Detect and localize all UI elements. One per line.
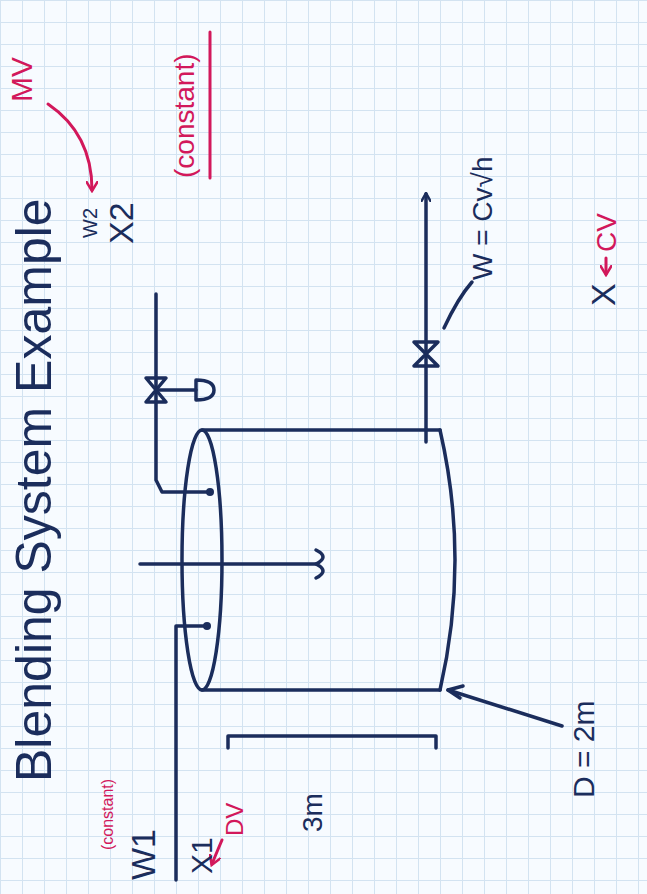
cv-tag: CV [592, 213, 621, 252]
diameter-dimension: D = 2m [568, 700, 600, 798]
constant-note: (constant) [100, 779, 117, 850]
dv-tag: DV [222, 803, 247, 836]
mv-tag: MV [6, 57, 38, 102]
sketch-title: Blending System Example [8, 198, 61, 782]
valve-equation: W = Cv√h [468, 157, 497, 281]
constant-note: (constant) [170, 54, 199, 179]
flow-symbol: W2 [80, 208, 101, 238]
composition-symbol: X1 [186, 837, 218, 874]
composition-symbol: X2 [104, 202, 140, 244]
height-dimension: 3m [298, 793, 327, 832]
composition-symbol: X [586, 283, 622, 306]
flow-symbol: W1 [126, 829, 162, 880]
